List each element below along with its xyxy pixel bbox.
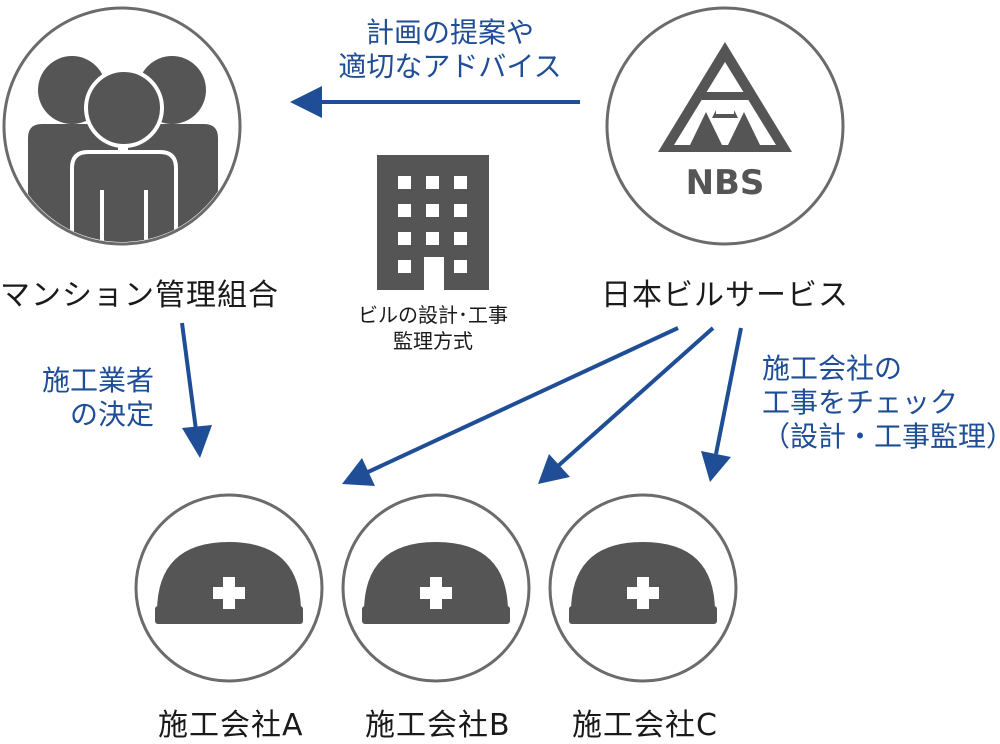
building-caption-line: 監理方式 bbox=[393, 329, 473, 353]
decision-edge-label-line: 施工業者 bbox=[41, 364, 154, 397]
company-a-label: 施工会社A bbox=[158, 708, 304, 743]
helmet-icon bbox=[569, 542, 717, 624]
arrow-nbs-to-company-c bbox=[701, 327, 743, 482]
arrow-nbs-to-union bbox=[290, 86, 580, 118]
arrow-union-to-company bbox=[180, 322, 212, 458]
arrow-nbs-to-company-b bbox=[538, 326, 715, 484]
company-b-label: 施工会社B bbox=[365, 708, 511, 743]
nbs-logo-text: NBS bbox=[686, 163, 765, 203]
proposal-edge-label: 計画の提案や 適切なアドバイス bbox=[330, 16, 570, 84]
check-edge-label-line: （設計・工事監理） bbox=[762, 420, 1000, 453]
union-label: マンション管理組合 bbox=[0, 278, 279, 313]
check-edge-label-line: 工事をチェック bbox=[762, 386, 959, 419]
building-caption: ビルの設計･工事 監理方式 bbox=[348, 302, 518, 354]
check-edge-label: 施工会社の 工事をチェック （設計・工事監理） bbox=[762, 352, 1000, 454]
nbs-node-circle: NBS bbox=[605, 6, 845, 246]
nbs-logo-icon: NBS bbox=[658, 42, 792, 203]
people-icon bbox=[28, 56, 218, 242]
union-node-circle bbox=[2, 6, 242, 246]
decision-edge-label-line: の決定 bbox=[69, 398, 154, 431]
company-c-node-circle bbox=[548, 493, 738, 683]
proposal-edge-label-line: 適切なアドバイス bbox=[338, 50, 562, 83]
check-edge-label-line: 施工会社の bbox=[762, 352, 903, 385]
decision-edge-label: 施工業者 の決定 bbox=[26, 364, 154, 432]
building-caption-line: ビルの設計･工事 bbox=[358, 303, 508, 327]
company-c-label: 施工会社C bbox=[572, 708, 718, 743]
company-b-node-circle bbox=[341, 493, 531, 683]
helmet-icon bbox=[362, 542, 510, 624]
nbs-label: 日本ビルサービス bbox=[601, 278, 849, 313]
company-a-node-circle bbox=[134, 493, 324, 683]
helmet-icon bbox=[155, 542, 303, 624]
arrow-nbs-to-company-a bbox=[342, 326, 679, 486]
proposal-edge-label-line: 計画の提案や bbox=[365, 16, 534, 49]
building-icon bbox=[377, 155, 489, 290]
